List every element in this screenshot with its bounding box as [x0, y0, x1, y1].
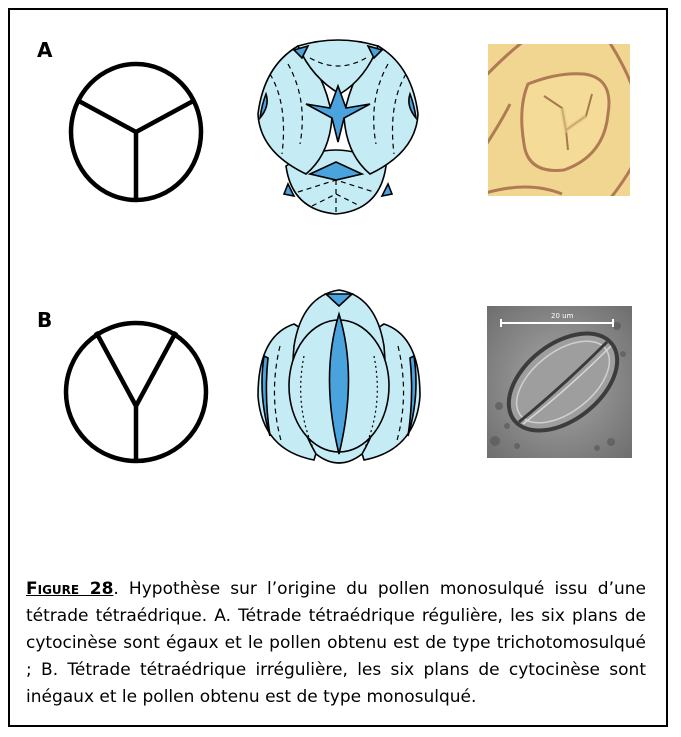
caption-text: . Hypothèse sur l’origine du pollen mono… — [26, 579, 646, 707]
panel-label-a: A — [37, 38, 52, 62]
scale-bar-label: 20 um — [551, 312, 574, 320]
irregular-tetrad-micrograph: 20 um — [487, 306, 632, 458]
monosulcate-cleavage-diagram — [58, 318, 214, 468]
panel-label-b: B — [37, 308, 52, 332]
regular-tetrahedral-tetrad-diagram — [248, 34, 428, 224]
figure-caption: Figure 28. Hypothèse sur l’origine du po… — [26, 576, 646, 711]
irregular-tetrahedral-tetrad-diagram — [254, 286, 424, 476]
trichotomous-cleavage-diagram — [62, 60, 212, 210]
regular-tetrad-micrograph — [488, 44, 630, 196]
figure-number: Figure 28 — [26, 579, 113, 599]
